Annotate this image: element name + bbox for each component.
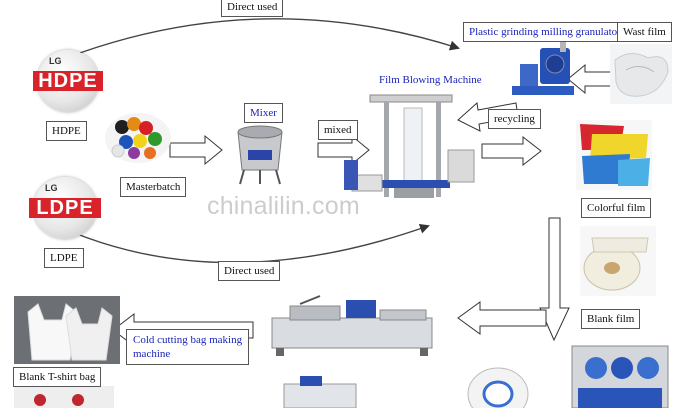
arrow-wastfilm-to-granulator: [567, 63, 613, 95]
label-direct-used-bottom: Direct used: [218, 261, 281, 281]
label-ldpe: LDPE: [44, 248, 84, 268]
arrow-mixer-to-blower: [317, 134, 370, 166]
granulator-image: [512, 40, 574, 95]
hdpe-badge-text: HDPE: [33, 71, 103, 91]
arrow-masterbatch-to-mixer: [169, 134, 223, 166]
label-granulator: Plastic grinding milling granulator: [463, 22, 627, 42]
arrow-blower-to-colorful: [481, 135, 542, 167]
masterbatch-image: [105, 113, 171, 163]
tshirt-bag-image: [14, 296, 120, 364]
label-cold-cutting-machine: Cold cutting bag making machine: [126, 329, 250, 365]
label-blank-tshirt-bag: Blank T-shirt bag: [13, 367, 102, 387]
label-mixed: mixed: [318, 120, 358, 140]
label-hdpe: HDPE: [46, 121, 87, 141]
printing-machine-image: [571, 345, 669, 408]
watermark: chinalilin.com: [207, 192, 360, 220]
colorful-film-image: [576, 120, 652, 190]
bottom-machine-images: [283, 367, 529, 408]
label-film-blowing-machine: Film Blowing Machine: [379, 74, 482, 86]
label-cold-cutting-line1: Cold cutting bag making: [133, 334, 243, 346]
mixer-image: [237, 125, 283, 185]
brand-mark: LG: [49, 56, 62, 66]
film-blowing-machine-image: [344, 94, 475, 198]
label-wast-film: Wast film: [617, 22, 672, 42]
ldpe-badge-text: LDPE: [29, 198, 101, 218]
label-masterbatch: Masterbatch: [120, 177, 187, 197]
label-mixer: Mixer: [244, 103, 283, 123]
arrow-down-to-printer: [539, 217, 570, 342]
label-colorful-film: Colorful film: [581, 198, 652, 218]
label-cold-cutting-line2: machine: [133, 348, 171, 360]
label-direct-used-top: Direct used: [221, 0, 284, 17]
printed-bag-image: [14, 386, 114, 408]
label-recycling: recycling: [488, 109, 541, 129]
arrow-left-to-cutting: [457, 301, 547, 335]
curve-arrow-bottom: [71, 223, 430, 264]
label-blank-film: Blank film: [581, 309, 641, 329]
wast-film-image: [610, 44, 672, 104]
ldpe-badge: LG LDPE: [29, 177, 101, 239]
cold-cutting-machine-image: [271, 295, 433, 356]
blank-film-image: [580, 226, 656, 296]
curve-arrow-top: [65, 18, 460, 59]
hdpe-badge: LG HDPE: [33, 50, 103, 112]
brand-mark: LG: [45, 183, 58, 193]
